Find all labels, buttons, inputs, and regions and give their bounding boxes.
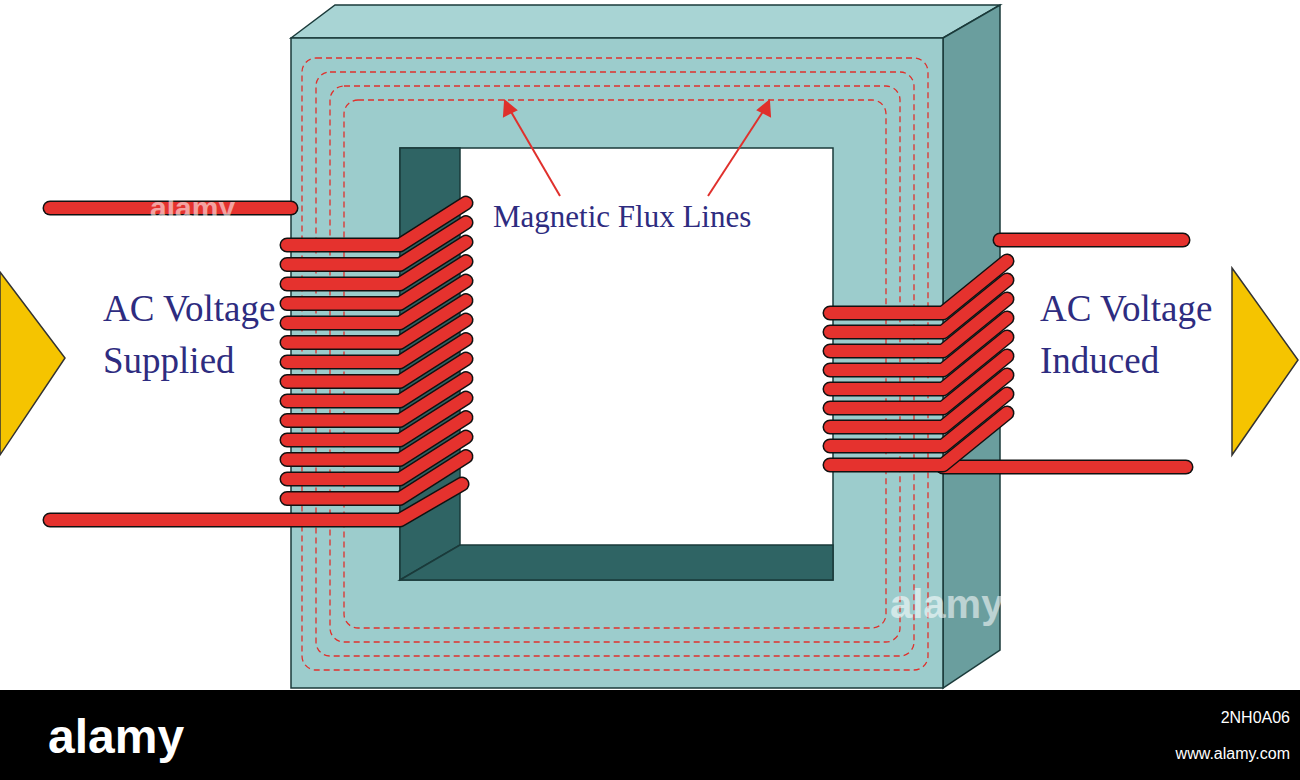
input-label: AC Voltage Supplied [103, 283, 278, 387]
brand-logo: alamy [48, 708, 248, 766]
lead-wire [943, 460, 1186, 475]
watermark: alamy [150, 190, 290, 226]
leader-line [708, 110, 764, 196]
coil-turn [830, 413, 1007, 465]
leader-arrows [504, 101, 770, 196]
arrowhead [504, 101, 516, 116]
footer-bar [0, 690, 1300, 780]
lead-wire [1000, 233, 1183, 248]
input-arrow [0, 272, 65, 455]
wires [50, 203, 1186, 520]
flux-label: Magnetic Flux Lines [493, 198, 833, 235]
coil-turn [287, 457, 466, 499]
lead-wire [943, 461, 1186, 473]
watermark: alamy [890, 580, 1030, 628]
image-id: 2NH0A06 [1120, 708, 1290, 727]
core-top [291, 5, 1000, 38]
leader-line [510, 110, 560, 196]
output-label: AC Voltage Induced [1040, 283, 1215, 387]
window-wall [400, 545, 833, 580]
lead-wire [1000, 234, 1183, 246]
site-url: www.alamy.com [1120, 744, 1290, 763]
coil-turn [830, 413, 1007, 465]
arrowhead [758, 101, 770, 116]
output-arrow [1232, 268, 1298, 455]
coil-turn [287, 457, 466, 499]
